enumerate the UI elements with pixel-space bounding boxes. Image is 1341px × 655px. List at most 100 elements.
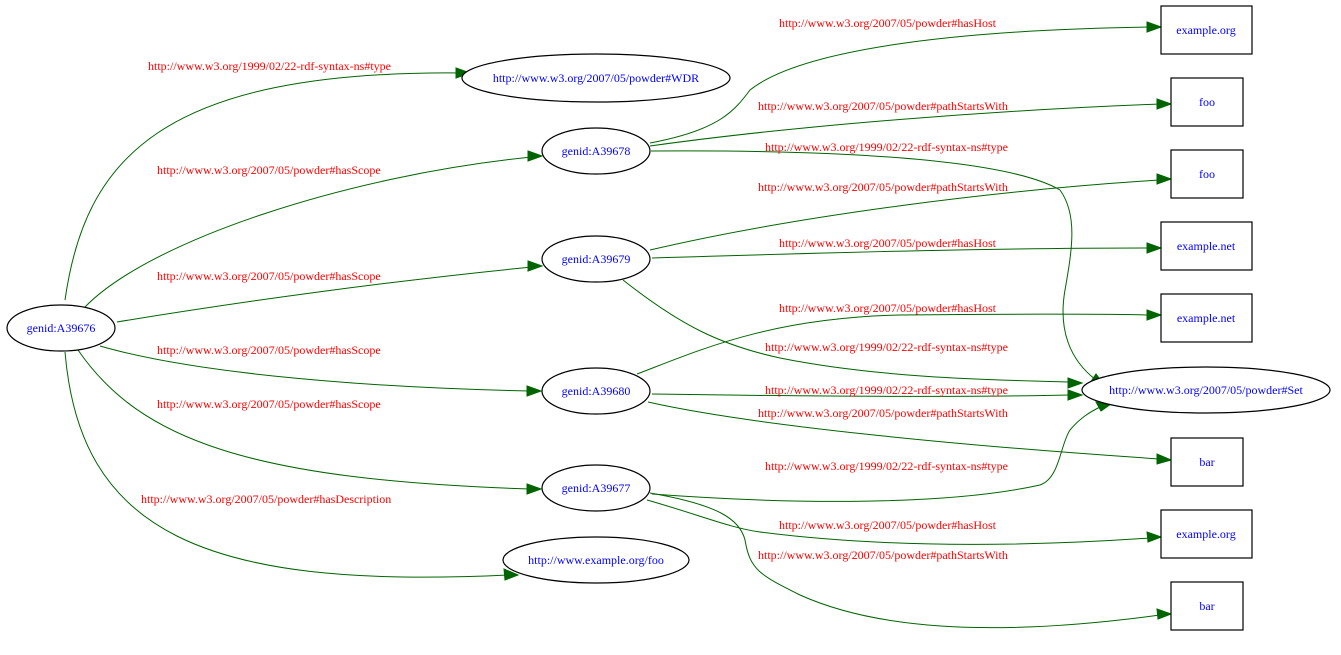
edge-n78-pathstartswith-lit2: http://www.w3.org/2007/05/powder#pathSta…	[649, 98, 1173, 147]
edge-n76-type-wdr: http://www.w3.org/1999/02/22-rdf-syntax-…	[64, 59, 472, 301]
edge-label: http://www.w3.org/2007/05/powder#hasHost	[779, 236, 997, 250]
node-label: foo	[1199, 95, 1215, 109]
node-ellipse	[541, 464, 651, 512]
edge-n79-pathstartswith-lit3: http://www.w3.org/2007/05/powder#pathSta…	[649, 173, 1173, 251]
arrowhead-icon	[527, 150, 544, 162]
node-genid-a39679[interactable]: genid:A39679	[541, 235, 651, 283]
node-genid-a39677[interactable]: genid:A39677	[541, 464, 651, 512]
edge-n79-hashost-lit4: http://www.w3.org/2007/05/powder#hasHost	[651, 236, 1163, 259]
node-label: genid:A39678	[562, 144, 631, 158]
node-powder-wdr[interactable]: http://www.w3.org/2007/05/powder#WDR	[461, 53, 731, 103]
edge-line	[651, 406, 1101, 502]
edge-label: http://www.w3.org/2007/05/powder#hasScop…	[157, 269, 381, 283]
node-literal-bar[interactable]: bar	[1170, 581, 1244, 631]
edge-n76-hasdescription-desc: http://www.w3.org/2007/05/powder#hasDesc…	[64, 351, 520, 581]
edge-label: http://www.w3.org/2007/05/powder#hasHost	[779, 518, 997, 532]
edge-line	[77, 349, 531, 490]
arrowhead-icon	[1146, 531, 1163, 543]
edge-label: http://www.w3.org/2007/05/powder#hasHost	[779, 16, 997, 30]
node-literal-example-net[interactable]: example.net	[1160, 221, 1253, 271]
node-label: bar	[1199, 455, 1214, 469]
arrowhead-icon	[1156, 608, 1173, 620]
edge-label: http://www.w3.org/2007/05/powder#hasScop…	[157, 397, 381, 411]
node-genid-a39680[interactable]: genid:A39680	[541, 367, 651, 415]
node-genid-a39676[interactable]: genid:A39676	[6, 304, 116, 352]
node-literal-example-org[interactable]: example.org	[1160, 509, 1253, 559]
edge-n80-type-set: http://www.w3.org/1999/02/22-rdf-syntax-…	[651, 383, 1084, 401]
edge-label: http://www.w3.org/2007/05/powder#pathSta…	[758, 406, 1008, 420]
arrowhead-icon	[1146, 309, 1163, 321]
edge-label: http://www.w3.org/1999/02/22-rdf-syntax-…	[148, 59, 391, 73]
node-box	[1170, 149, 1244, 199]
edge-n79-type-set: http://www.w3.org/1999/02/22-rdf-syntax-…	[622, 279, 1084, 389]
edge-n80-hashost-lit5: http://www.w3.org/2007/05/powder#hasHost	[636, 301, 1163, 375]
arrowhead-icon	[1146, 242, 1163, 254]
node-label: genid:A39679	[562, 252, 631, 266]
edge-line	[649, 26, 1151, 144]
arrowhead-icon	[503, 568, 520, 581]
edge-n76-hasscope-n77: http://www.w3.org/2007/05/powder#hasScop…	[77, 349, 543, 495]
arrowhead-icon	[526, 385, 543, 397]
edge-label: http://www.w3.org/1999/02/22-rdf-syntax-…	[765, 340, 1008, 354]
node-ellipse	[1081, 366, 1331, 414]
edge-n76-hasscope-n79: http://www.w3.org/2007/05/powder#hasScop…	[116, 260, 544, 323]
node-ellipse	[541, 235, 651, 283]
arrowhead-icon	[1067, 377, 1084, 389]
edge-line	[622, 279, 1071, 383]
node-label: example.org	[1176, 23, 1235, 37]
node-ellipse	[6, 304, 116, 352]
edge-line	[116, 266, 533, 323]
edge-line	[650, 150, 1097, 381]
edge-line	[649, 103, 1161, 147]
edge-line	[99, 345, 531, 392]
edge-label: http://www.w3.org/1999/02/22-rdf-syntax-…	[765, 459, 1008, 473]
node-label: genid:A39680	[562, 384, 631, 398]
edge-line	[651, 393, 1071, 397]
edge-label: http://www.w3.org/2007/05/powder#hasDesc…	[141, 492, 391, 506]
node-genid-a39678[interactable]: genid:A39678	[541, 127, 651, 175]
node-label: foo	[1199, 167, 1215, 181]
edge-n80-pathstartswith-lit6: http://www.w3.org/2007/05/powder#pathSta…	[647, 401, 1173, 465]
edge-label: http://www.w3.org/2007/05/powder#hasScop…	[157, 343, 381, 357]
node-label: bar	[1199, 599, 1214, 613]
node-label: genid:A39677	[562, 481, 631, 495]
node-example-org-foo[interactable]: http://www.example.org/foo	[502, 536, 690, 584]
arrowhead-icon	[527, 260, 544, 272]
arrowhead-icon	[1156, 173, 1173, 185]
edge-label: http://www.w3.org/2007/05/powder#pathSta…	[758, 548, 1008, 562]
node-label: http://www.example.org/foo	[528, 553, 664, 567]
arrowhead-icon	[526, 483, 543, 495]
edge-n77-hashost-lit7: http://www.w3.org/2007/05/powder#hasHost	[646, 499, 1163, 545]
edge-n76-hasscope-n78: http://www.w3.org/2007/05/powder#hasScop…	[84, 150, 544, 308]
node-box	[1160, 5, 1253, 55]
node-label: example.org	[1176, 527, 1235, 541]
edge-line	[64, 72, 463, 301]
node-box	[1160, 509, 1253, 559]
node-ellipse	[541, 367, 651, 415]
edge-line	[636, 313, 1151, 375]
node-literal-foo[interactable]: foo	[1170, 77, 1244, 127]
node-label: example.net	[1177, 311, 1236, 325]
edge-line	[649, 179, 1161, 251]
node-literal-bar[interactable]: bar	[1170, 437, 1244, 487]
edge-label: http://www.w3.org/1999/02/22-rdf-syntax-…	[765, 140, 1008, 154]
edge-line	[651, 247, 1151, 259]
node-box	[1170, 77, 1244, 127]
arrowhead-icon	[1156, 453, 1173, 465]
edge-label: http://www.w3.org/1999/02/22-rdf-syntax-…	[765, 383, 1008, 397]
node-literal-foo[interactable]: foo	[1170, 149, 1244, 199]
edge-line	[646, 499, 1151, 545]
edge-label: http://www.w3.org/2007/05/powder#hasScop…	[157, 163, 381, 177]
arrowhead-icon	[1156, 98, 1173, 110]
arrowhead-icon	[1067, 389, 1084, 401]
node-box	[1170, 581, 1244, 631]
node-box	[1160, 293, 1253, 343]
arrowhead-icon	[1146, 21, 1163, 33]
node-literal-example-org[interactable]: example.org	[1160, 5, 1253, 55]
node-literal-example-net[interactable]: example.net	[1160, 293, 1253, 343]
node-label: genid:A39676	[27, 321, 96, 335]
edge-label: http://www.w3.org/2007/05/powder#pathSta…	[758, 99, 1008, 113]
node-powder-set[interactable]: http://www.w3.org/2007/05/powder#Set	[1081, 366, 1331, 414]
edge-label: http://www.w3.org/2007/05/powder#hasHost	[779, 301, 997, 315]
